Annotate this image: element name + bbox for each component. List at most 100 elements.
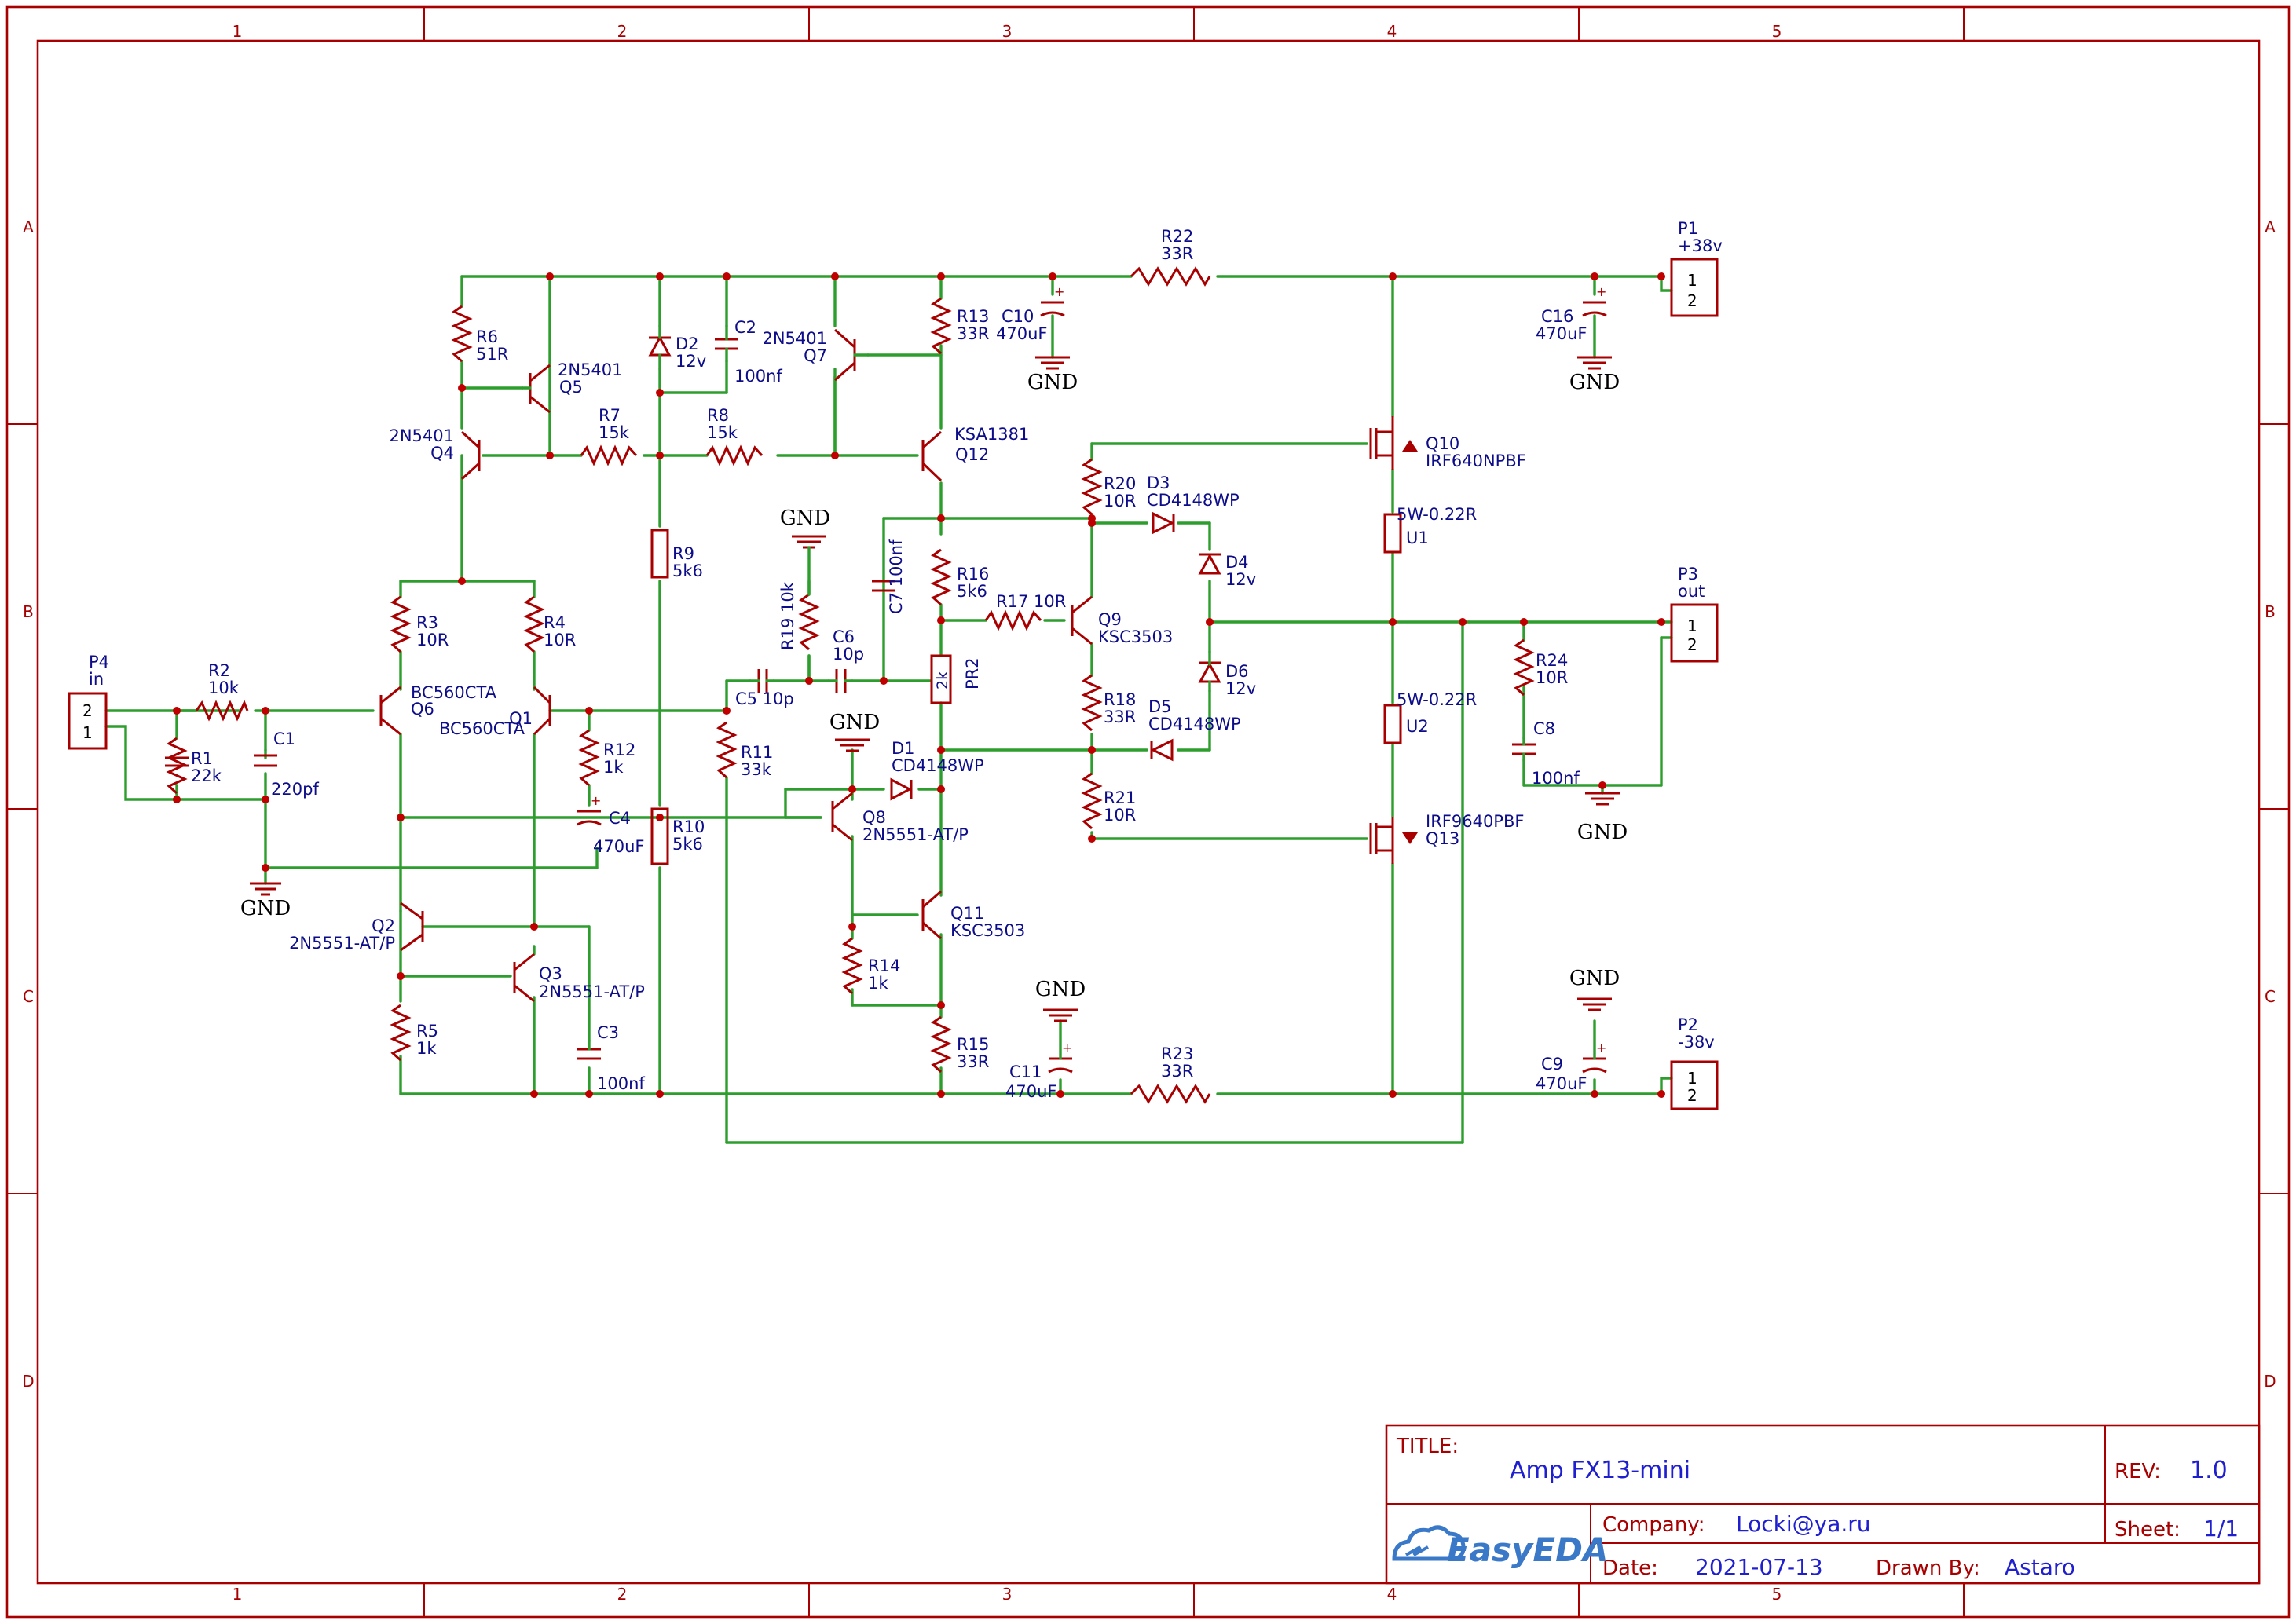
label-r17: R17 10R bbox=[996, 592, 1066, 611]
label-r18-value: 33R bbox=[1104, 708, 1136, 726]
label-gnd-7: GND bbox=[1035, 978, 1086, 1001]
label-pr2-value: 2k bbox=[934, 671, 951, 689]
label-r3: R3 bbox=[416, 613, 438, 632]
label-c16-value: 470uF bbox=[1536, 324, 1587, 343]
label-q1-value: BC560CTA bbox=[439, 719, 525, 738]
resistor-r3 bbox=[390, 595, 412, 653]
resistor-r16 bbox=[930, 548, 952, 606]
label-r12: R12 bbox=[603, 741, 635, 759]
label-gnd-3: GND bbox=[829, 711, 880, 734]
label-p1: P1 bbox=[1678, 219, 1698, 238]
label-q1: Q1 bbox=[509, 709, 533, 728]
diode-d2 bbox=[648, 324, 672, 371]
gnd-symbol-3 bbox=[835, 738, 870, 752]
transistor-q9 bbox=[1071, 595, 1093, 646]
label-q6: Q6 bbox=[411, 700, 434, 719]
capacitor-c1b bbox=[254, 754, 277, 767]
document-title: Amp FX13-mini bbox=[1510, 1457, 1690, 1484]
date-caption: Date: bbox=[1602, 1556, 1658, 1580]
label-r2-value: 10k bbox=[208, 678, 240, 697]
label-c4-value: 470uF bbox=[593, 837, 644, 856]
label-d2-value: 12v bbox=[676, 352, 706, 371]
label-r14: R14 bbox=[868, 956, 900, 975]
label-gnd-5: GND bbox=[1569, 371, 1620, 394]
capacitor-c4: + bbox=[577, 793, 602, 826]
label-q7-value: 2N5401 bbox=[762, 329, 827, 348]
resistor-r5 bbox=[390, 1004, 412, 1062]
label-c10-value: 470uF bbox=[996, 324, 1047, 343]
gnd-symbol-4 bbox=[1035, 314, 1070, 370]
capacitor-c6 bbox=[827, 669, 854, 693]
gnd-symbol-5 bbox=[1577, 314, 1612, 370]
label-q11: Q11 bbox=[950, 904, 984, 923]
transistor-q3 bbox=[513, 953, 535, 1003]
label-q8-value: 2N5551-AT/P bbox=[862, 825, 969, 844]
label-u1-value: 5W-0.22R bbox=[1397, 505, 1477, 524]
gnd-symbol-6 bbox=[1585, 792, 1620, 806]
mosfet-q10 bbox=[1369, 416, 1418, 470]
label-q10: Q10 bbox=[1426, 434, 1459, 453]
zone-row-d: D bbox=[22, 1372, 34, 1391]
capacitor-c10: + bbox=[1040, 284, 1065, 317]
label-q9-value: KSC3503 bbox=[1098, 627, 1173, 646]
label-r15-value: 33R bbox=[957, 1052, 989, 1071]
zone-row-b-right: B bbox=[2265, 602, 2276, 621]
label-r13-value: 33R bbox=[957, 324, 989, 343]
label-r20-value: 10R bbox=[1104, 492, 1136, 510]
label-d6: D6 bbox=[1225, 662, 1249, 681]
zone-col-5: 5 bbox=[1772, 22, 1782, 41]
resistor-r12 bbox=[578, 729, 600, 787]
resistor-r21 bbox=[1081, 772, 1103, 830]
label-p1-value: +38v bbox=[1678, 236, 1723, 255]
label-p2-pin1: 1 bbox=[1687, 1069, 1697, 1088]
label-d1-value: CD4148WP bbox=[892, 756, 984, 775]
resistor-r20 bbox=[1081, 458, 1103, 516]
svg-text:+: + bbox=[1596, 1041, 1606, 1055]
label-r3-value: 10R bbox=[416, 631, 449, 649]
part-labels: P4 in 2 1 P1 +38v 1 2 P3 out 1 2 P2 -38v… bbox=[82, 219, 1723, 1105]
label-r8: R8 bbox=[707, 406, 729, 425]
label-gnd-2: GND bbox=[780, 507, 830, 530]
label-gnd-1: GND bbox=[240, 897, 291, 920]
resistor-r14 bbox=[841, 937, 863, 995]
connector-p3 bbox=[1670, 603, 1719, 663]
svg-text:+: + bbox=[1062, 1041, 1072, 1055]
diode-d1 bbox=[890, 777, 913, 801]
resistor-r15 bbox=[930, 1015, 952, 1074]
resistor-r13 bbox=[930, 297, 952, 355]
label-r6-value: 51R bbox=[476, 345, 508, 364]
resistor-r24 bbox=[1513, 638, 1535, 697]
label-gnd-4: GND bbox=[1027, 371, 1078, 394]
transistor-q4 bbox=[460, 430, 481, 481]
label-r4-value: 10R bbox=[544, 631, 576, 649]
label-r2: R2 bbox=[208, 661, 230, 680]
label-p4: P4 bbox=[89, 653, 109, 671]
label-q7: Q7 bbox=[804, 346, 827, 365]
resistor-r6 bbox=[451, 305, 473, 363]
label-r14-value: 1k bbox=[868, 974, 888, 993]
zone-col-2: 2 bbox=[617, 22, 628, 41]
gnd-symbol-1 bbox=[250, 866, 281, 896]
label-c5: C5 10p bbox=[735, 689, 794, 708]
resistor-r11 bbox=[716, 721, 738, 779]
label-c2: C2 bbox=[734, 318, 756, 337]
label-d3: D3 bbox=[1147, 474, 1170, 492]
label-gnd-8: GND bbox=[1569, 967, 1620, 990]
rev-value: 1.0 bbox=[2190, 1457, 2228, 1484]
label-q3: Q3 bbox=[539, 964, 562, 983]
label-r19: R19 10k bbox=[778, 581, 797, 650]
label-q12: Q12 bbox=[955, 445, 989, 464]
diode-d6 bbox=[1198, 650, 1221, 693]
capacitor-c7 bbox=[872, 580, 895, 592]
resistor-r19 bbox=[798, 593, 820, 651]
resistor-r22 bbox=[1130, 266, 1211, 287]
company-caption: Company: bbox=[1602, 1513, 1705, 1537]
label-r16: R16 bbox=[957, 565, 989, 583]
connector-p2 bbox=[1670, 1060, 1719, 1110]
resistor-r8 bbox=[705, 444, 764, 466]
resistor-r4 bbox=[523, 595, 545, 653]
drawing-frame: 1 2 3 4 5 1 2 3 4 5 A B C D A B C D bbox=[5, 5, 2291, 1619]
easyeda-logo-icon bbox=[1392, 1525, 1466, 1561]
label-c9-value: 470uF bbox=[1536, 1074, 1587, 1093]
transistor-q1 bbox=[533, 686, 551, 736]
